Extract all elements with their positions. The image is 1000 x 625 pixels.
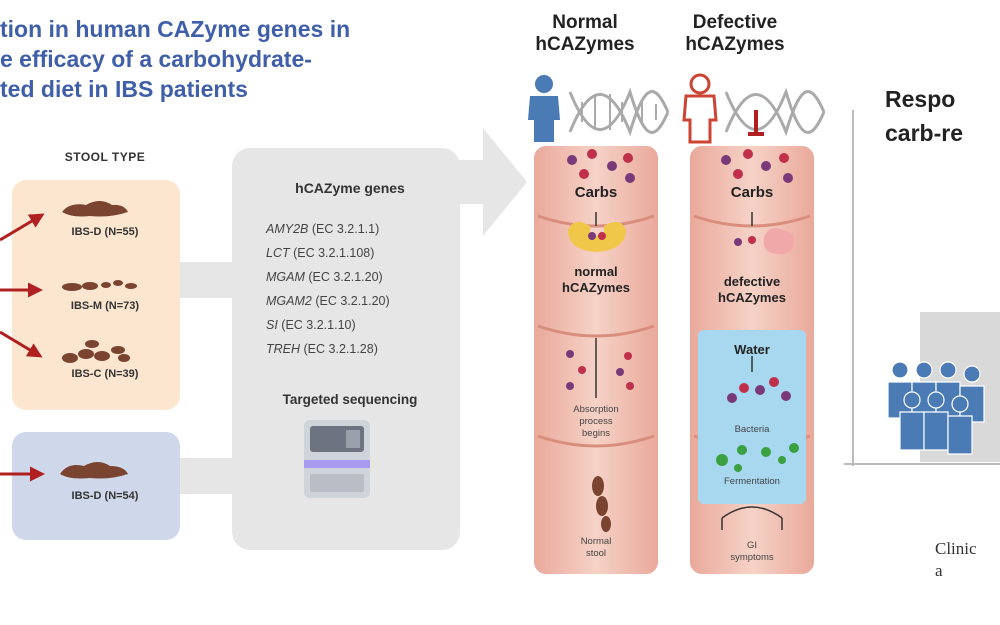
bacteria-dots: [716, 443, 799, 472]
gene-row: AMY2B (EC 3.2.1.1): [266, 222, 379, 236]
defective-carb-dots: [721, 149, 793, 183]
bacteria-label: Bacteria: [734, 424, 770, 435]
absorption-label: Absorption process begins: [573, 404, 619, 439]
water-label: Water: [734, 342, 770, 357]
gene-ec: (EC 3.2.1.20): [315, 294, 390, 308]
group-label-ibsd-2: IBS-D (N=54): [71, 490, 139, 502]
defective-carbs-label: Carbs: [730, 184, 774, 201]
normal-stool-icon: [592, 476, 611, 532]
gi-arrows: [721, 506, 783, 530]
cohort-panel-2: [12, 432, 180, 540]
person-icon: [682, 73, 718, 144]
vertical-divider: [852, 110, 854, 466]
gene-ec: (EC 3.2.1.10): [281, 318, 356, 332]
group-label-ibsm: IBS-M (N=73): [70, 300, 140, 312]
sequencer-icon: [304, 420, 370, 498]
connector-bottom: [180, 458, 234, 494]
defective-carb-dots-water: [727, 377, 791, 403]
person-icon: [528, 75, 560, 142]
people-group-icon: [887, 361, 985, 455]
stool-shape-d2: [60, 462, 128, 479]
figure-title: tion in human CAZyme genes in e efficacy…: [0, 16, 351, 102]
gene-name: SI: [266, 318, 278, 332]
normal-enzyme-icon: [568, 221, 626, 252]
mutation-marker-icon: [748, 110, 764, 136]
gene-ec: (EC 3.2.1.20): [308, 270, 383, 284]
gene-name: LCT: [266, 246, 290, 260]
arrow-idsd: [0, 213, 45, 242]
gene-name: AMY2B: [266, 222, 309, 236]
defective-enzyme-icon: [763, 228, 795, 255]
gene-ec: (EC 3.2.1.108): [293, 246, 375, 260]
normal-person-dna: [528, 75, 670, 142]
normal-stool-label: Normal stool: [580, 536, 612, 559]
connector-top: [180, 262, 234, 298]
gene-row: LCT (EC 3.2.1.108): [266, 246, 374, 260]
fermentation-label: Fermentation: [724, 476, 780, 487]
gene-row: MGAM (EC 3.2.1.20): [266, 270, 383, 284]
stool-shape-d: [62, 201, 128, 217]
normal-absorbed-dots: [566, 350, 634, 390]
defective-person-dna: [682, 73, 826, 144]
dna-icon: [724, 87, 826, 137]
response-label: Respo carb-re: [885, 86, 963, 146]
genes-title: hCAZyme genes: [295, 180, 405, 196]
gene-name: MGAM2: [266, 294, 312, 308]
stool-graphics: [0, 201, 137, 482]
gene-row: MGAM2 (EC 3.2.1.20): [266, 294, 390, 308]
gut-diagrams: [534, 146, 814, 574]
gene-ec: (EC 3.2.1.28): [303, 342, 378, 356]
sequencing-label: Targeted sequencing: [282, 392, 418, 407]
gene-name: MGAM: [266, 270, 305, 284]
normal-carbs-label: Carbs: [574, 184, 618, 201]
dna-icon: [568, 87, 670, 137]
arrow-ibsc: [0, 330, 43, 358]
defective-heading: Defective hCAZymes: [685, 12, 785, 55]
defective-enzyme-label: defective hCAZymes: [718, 274, 786, 305]
gene-row: SI (EC 3.2.1.10): [266, 318, 356, 332]
stool-type-label: STOOL TYPE: [64, 150, 146, 164]
stool-shape-c: [62, 340, 130, 363]
normal-carb-dots: [567, 149, 635, 183]
clinical-label: Clinic a: [935, 539, 977, 580]
normal-enzyme-label: normal hCAZymes: [562, 264, 630, 295]
gene-ec: (EC 3.2.1.1): [311, 222, 380, 236]
gene-name: TREH: [266, 342, 301, 356]
group-label-ibsd: IBS-D (N=55): [71, 226, 139, 238]
gi-symptoms-label: GI symptoms: [730, 540, 774, 563]
horizontal-axis: [844, 463, 1000, 465]
stool-shape-m: [62, 280, 137, 291]
gene-row: TREH (EC 3.2.1.28): [266, 342, 378, 356]
big-arrow: [455, 128, 527, 236]
normal-heading: Normal hCAZymes: [535, 12, 635, 55]
group-label-ibsc: IBS-C (N=39): [71, 368, 139, 380]
